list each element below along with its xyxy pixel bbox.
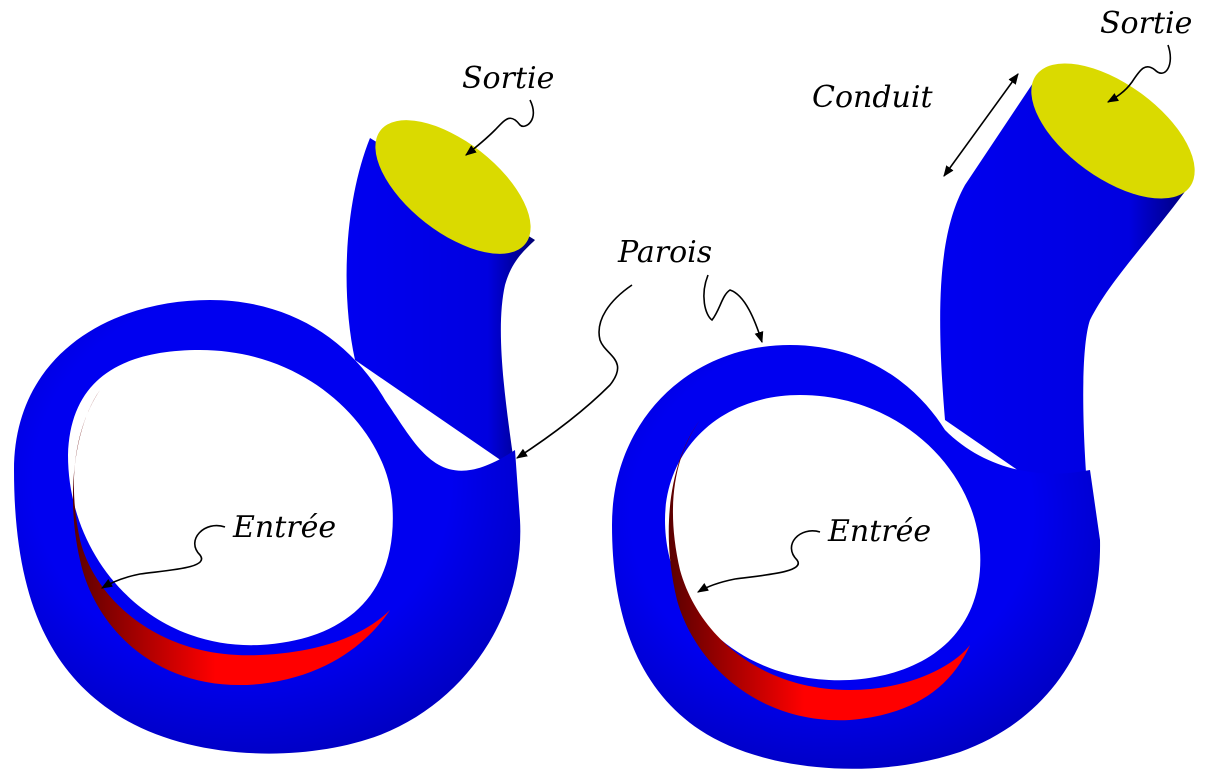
right-inlet-leader xyxy=(698,531,820,592)
right-spiral-casing xyxy=(612,37,1215,769)
left-spiral-casing xyxy=(14,95,553,754)
left-outlet-label: Sortie xyxy=(462,61,554,96)
walls-leader-left xyxy=(517,285,632,458)
left-outlet-leader xyxy=(466,100,533,155)
left-inlet-leader xyxy=(102,526,225,588)
duct-label: Conduit xyxy=(812,80,933,115)
left-inlet-label: Entrée xyxy=(232,510,336,545)
walls-leader-right xyxy=(704,275,762,342)
right-outlet-label: Sortie xyxy=(1100,6,1192,41)
right-inlet-label: Entrée xyxy=(827,514,931,549)
walls-label: Parois xyxy=(617,235,712,270)
